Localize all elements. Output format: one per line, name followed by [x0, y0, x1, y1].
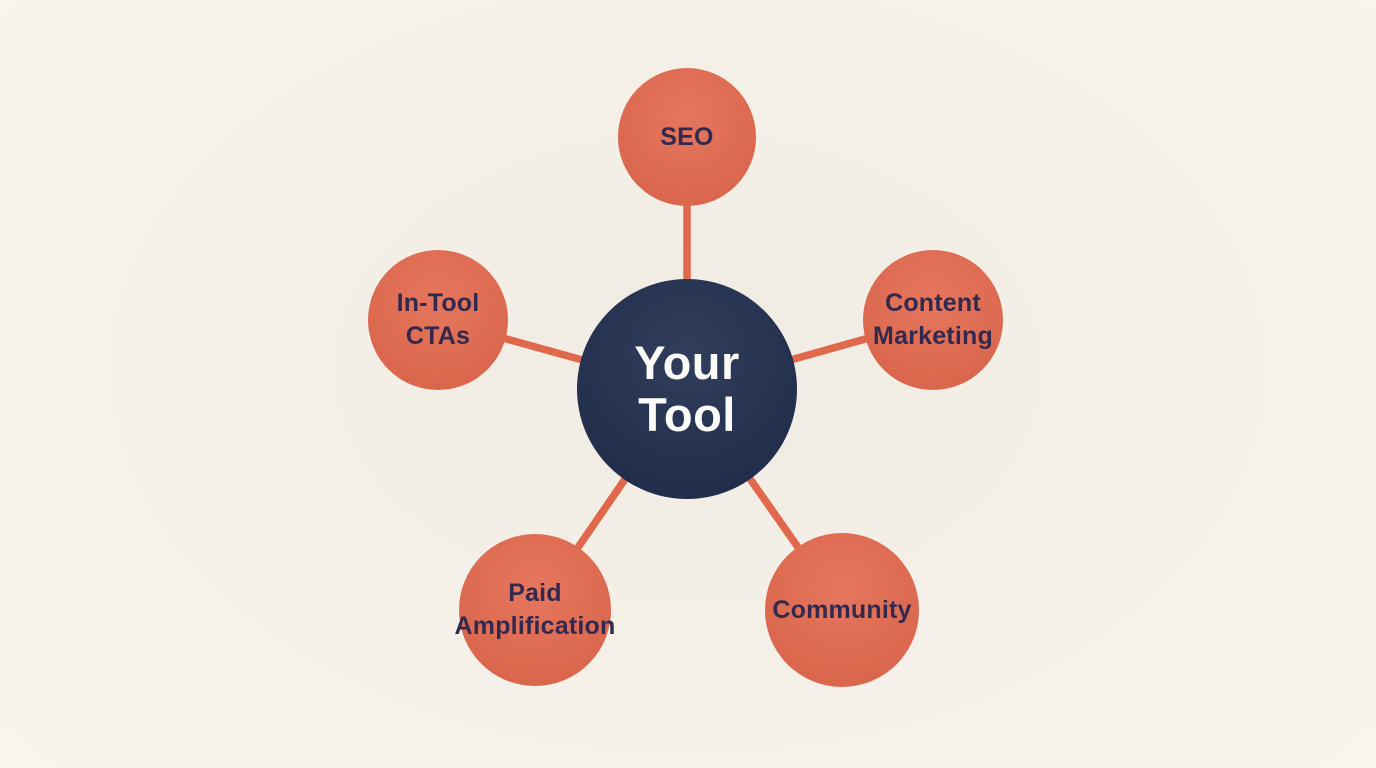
node-in-tool-ctas: In-Tool CTAs — [368, 250, 508, 390]
node-paid-amplification: Paid Amplification — [455, 534, 615, 686]
node-community-label: Community — [772, 595, 912, 624]
node-content-marketing-label: Content Marketing — [873, 289, 993, 350]
node-community: Community — [765, 533, 919, 687]
node-in-tool-ctas-label: In-Tool CTAs — [396, 289, 480, 350]
node-paid-amplification-label: Paid Amplification — [454, 579, 616, 640]
node-seo: SEO — [618, 68, 756, 206]
node-your-tool-label: Your Tool — [634, 336, 740, 441]
node-your-tool: Your Tool — [577, 279, 797, 499]
node-seo-label: SEO — [660, 122, 714, 151]
node-content-marketing: Content Marketing — [863, 250, 1003, 390]
